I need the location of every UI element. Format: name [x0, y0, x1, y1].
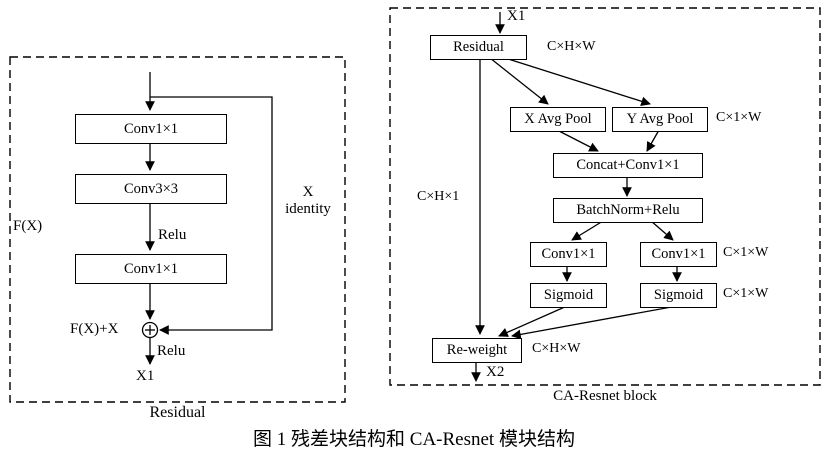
y-avg-pool-box: Y Avg Pool	[612, 107, 708, 132]
x2-output-label: X2	[486, 364, 505, 380]
ca-resnet-block-border	[389, 7, 821, 386]
arrow-residual-ypool	[504, 57, 651, 106]
residual-block-border	[9, 56, 346, 403]
batchnorm-relu-box: BatchNorm+Relu	[553, 198, 703, 223]
arrow-xpool-concat	[556, 129, 599, 152]
relu-out-label: Relu	[157, 343, 186, 359]
dim-sigmoid-out: C×1×W	[723, 286, 769, 301]
sigmoid-left-box: Sigmoid	[530, 283, 607, 308]
residual-block-title: Residual	[149, 404, 206, 421]
relu-mid-label: Relu	[158, 227, 187, 243]
dim-reweight-out: C×H×W	[532, 341, 581, 356]
conv1x1-right-box: Conv1×1	[640, 242, 717, 267]
x1-output-label: X1	[136, 368, 155, 384]
identity-skip-connection	[150, 96, 273, 335]
residual-box: Residual	[430, 35, 527, 60]
arrow-batchnorm-convright	[650, 220, 674, 241]
identity-label-x: X	[302, 184, 314, 200]
conv1x1-box-2: Conv1×1	[75, 254, 227, 284]
arrow-residual-xpool	[489, 57, 549, 105]
figure-caption: 图 1 残差块结构和 CA-Resnet 模块结构	[253, 429, 575, 450]
conv3x3-box: Conv3×3	[75, 174, 227, 204]
arrow-ypool-concat	[646, 129, 660, 152]
fx-label: F(X)	[13, 218, 43, 234]
x-avg-pool-box: X Avg Pool	[510, 107, 606, 132]
conv1x1-box-1: Conv1×1	[75, 114, 227, 144]
x1-input-label: X1	[507, 8, 526, 24]
add-icon	[141, 321, 159, 339]
arrow-batchnorm-convleft	[571, 220, 604, 241]
dim-left-branch: C×H×1	[417, 189, 460, 204]
dim-pool-out: C×1×W	[716, 110, 762, 125]
concat-conv-box: Concat+Conv1×1	[553, 153, 703, 178]
arrow-sigmoidleft-reweight	[498, 305, 568, 337]
reweight-box: Re-weight	[432, 338, 522, 363]
dim-residual-out: C×H×W	[547, 39, 596, 54]
identity-label-word: identity	[285, 201, 331, 218]
sigmoid-right-box: Sigmoid	[640, 283, 717, 308]
arrow-sigmoidright-reweight	[511, 305, 678, 340]
fx-plus-x-label: F(X)+X	[70, 321, 119, 337]
dim-conv-out: C×1×W	[723, 245, 769, 260]
identity-label: X identity	[268, 184, 348, 219]
ca-resnet-block-title: CA-Resnet block	[553, 388, 657, 404]
conv1x1-left-box: Conv1×1	[530, 242, 607, 267]
